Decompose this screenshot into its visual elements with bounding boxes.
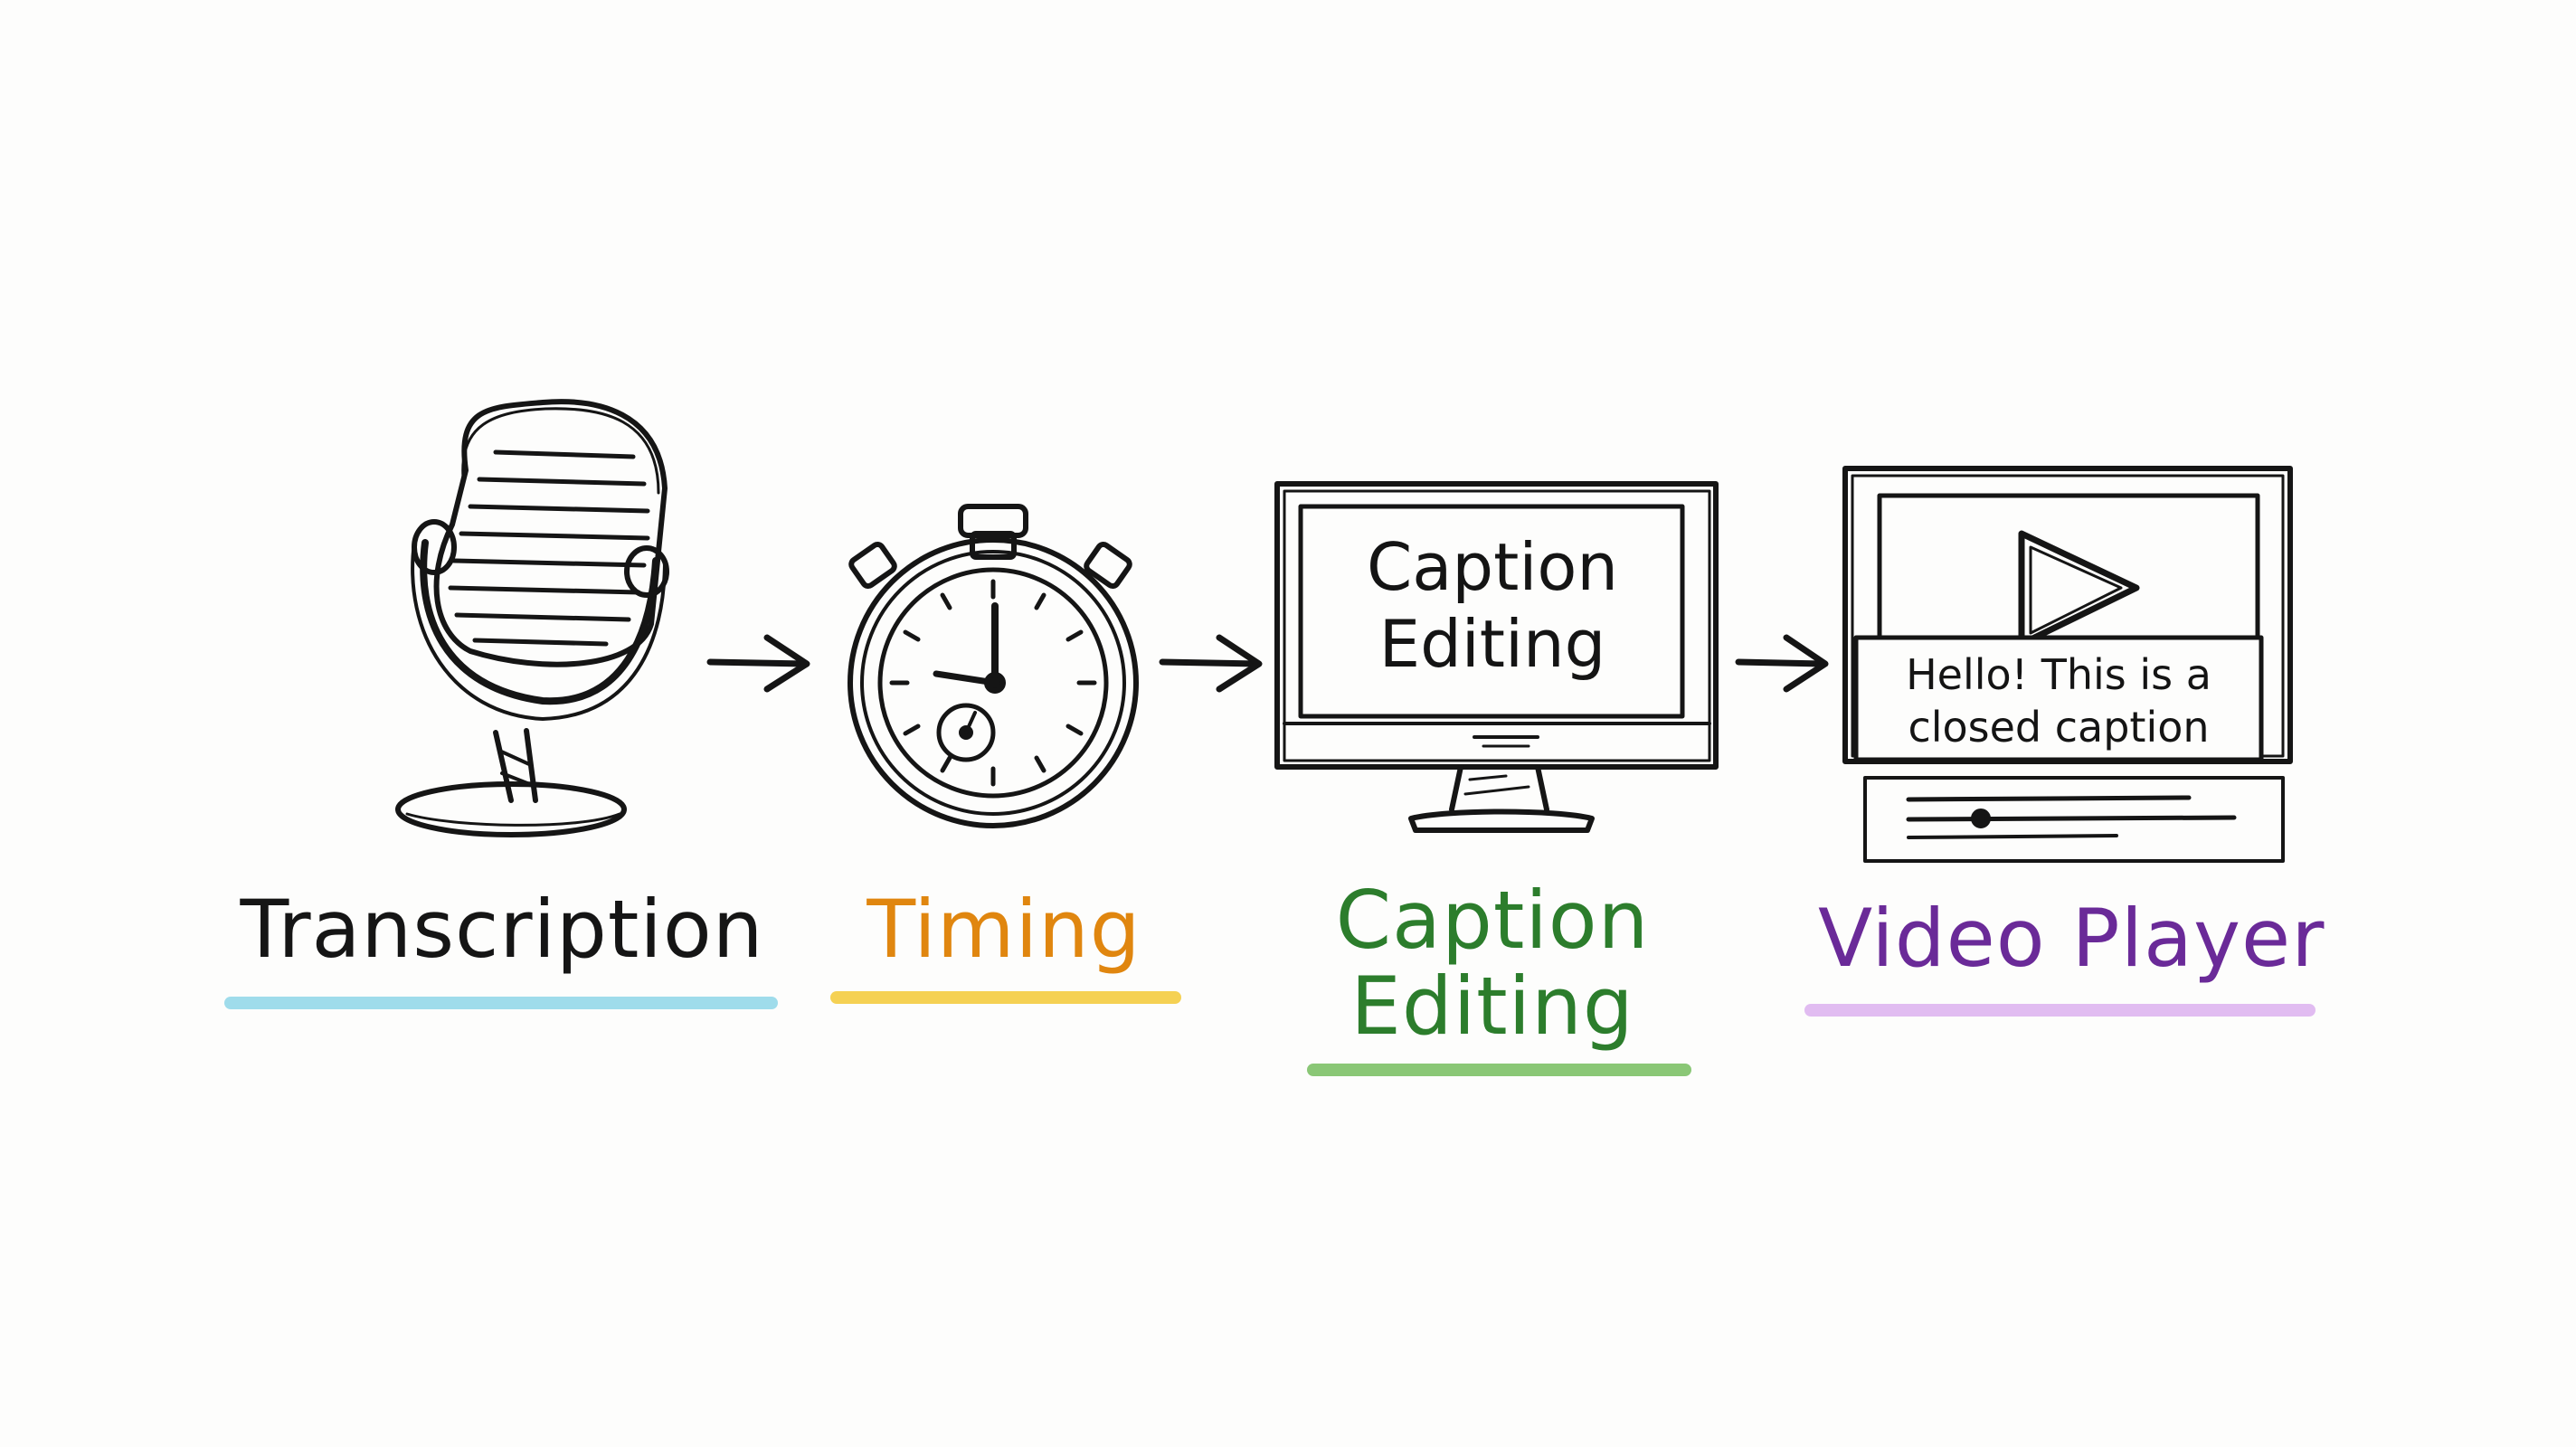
closed-caption-text: Hello! This is a closed caption xyxy=(1856,649,2261,753)
arrow-right-icon xyxy=(1735,634,1829,693)
arrow-right-icon xyxy=(706,634,810,693)
video-player-icon xyxy=(1842,466,2293,863)
microphone-icon xyxy=(395,399,669,837)
timing-underline xyxy=(830,991,1181,1004)
monitor-screen-line2: Editing xyxy=(1378,605,1606,682)
monitor-screen-text: Caption Editing xyxy=(1302,529,1682,683)
arrow-right-icon xyxy=(1159,634,1263,693)
step-label-video-player: Video Player xyxy=(1818,892,2325,985)
video-player-underline xyxy=(1804,1004,2316,1017)
stopwatch-icon xyxy=(848,504,1139,828)
transcription-underline xyxy=(224,997,778,1009)
caption-editing-underline xyxy=(1307,1064,1691,1076)
monitor-icon xyxy=(1274,481,1719,833)
closed-caption-line1: Hello! This is a xyxy=(1906,650,2211,699)
closed-caption-line2: closed caption xyxy=(1908,702,2210,752)
step-label-caption-editing: Caption Editing xyxy=(1302,877,1682,1049)
caption-editing-line2: Editing xyxy=(1350,960,1634,1054)
step-label-timing: Timing xyxy=(867,883,1141,976)
monitor-screen-line1: Caption xyxy=(1366,529,1618,605)
step-label-transcription: Transcription xyxy=(240,883,764,976)
caption-editing-line1: Caption xyxy=(1335,874,1650,967)
